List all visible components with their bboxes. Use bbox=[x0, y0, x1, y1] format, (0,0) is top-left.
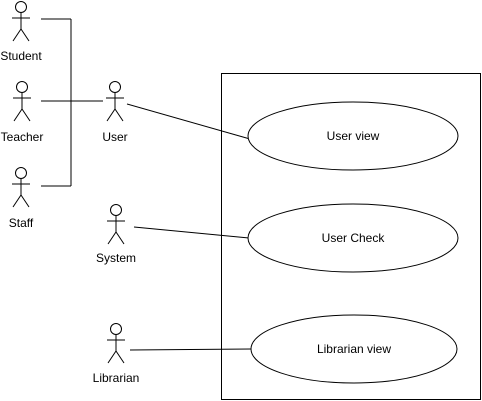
stick-figure-icon bbox=[106, 81, 124, 122]
association-user-user-view bbox=[126, 103, 251, 140]
stick-figure-icon bbox=[12, 1, 30, 42]
actor-system[interactable]: System bbox=[96, 204, 136, 266]
actor-system-label: System bbox=[96, 251, 136, 265]
actor-user[interactable]: User bbox=[102, 81, 128, 145]
actor-grouping-bracket bbox=[41, 18, 103, 187]
actor-staff[interactable]: Staff bbox=[9, 167, 34, 231]
actor-teacher[interactable]: Teacher bbox=[1, 81, 44, 145]
actor-librarian-label: Librarian bbox=[93, 371, 140, 385]
actor-teacher-label: Teacher bbox=[1, 130, 44, 144]
stick-figure-icon bbox=[107, 204, 125, 245]
use-case-librarian-view[interactable]: Librarian view bbox=[250, 314, 458, 384]
use-case-user-view-label: User view bbox=[327, 129, 380, 143]
actor-user-label: User bbox=[102, 130, 127, 144]
use-case-user-view[interactable]: User view bbox=[247, 101, 459, 171]
stick-figure-icon bbox=[107, 323, 125, 364]
actor-librarian[interactable]: Librarian bbox=[93, 323, 140, 386]
association-system-user-check bbox=[133, 226, 250, 239]
system-boundary bbox=[221, 73, 481, 400]
use-case-user-check[interactable]: User Check bbox=[247, 203, 459, 273]
stick-figure-icon bbox=[13, 81, 31, 122]
use-case-librarian-view-label: Librarian view bbox=[317, 342, 391, 356]
association-librarian-librarian-view bbox=[129, 348, 252, 351]
actor-staff-label: Staff bbox=[9, 216, 34, 230]
use-case-user-check-label: User Check bbox=[322, 231, 386, 245]
actor-student[interactable]: Student bbox=[0, 1, 42, 64]
stick-figure-icon bbox=[12, 167, 30, 208]
actor-student-label: Student bbox=[0, 49, 42, 63]
